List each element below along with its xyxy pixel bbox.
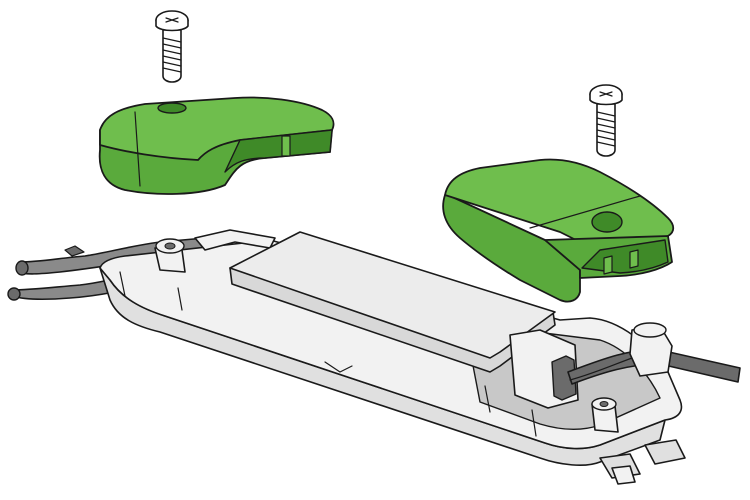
phillips-screw-icon xyxy=(599,91,613,97)
screw-left xyxy=(155,10,189,83)
housing-clip-tab-2 xyxy=(644,439,686,465)
screw-right-thread xyxy=(596,111,616,147)
right-cap-edge-line xyxy=(529,195,641,229)
output-cable-grommet-top xyxy=(633,322,667,338)
input-wire-end-lower xyxy=(7,287,21,301)
output-cable xyxy=(567,322,741,385)
input-wire-end-upper xyxy=(15,260,29,276)
right-end-cap xyxy=(442,158,675,303)
left-cap-top-face xyxy=(99,96,335,161)
left-cap-screw-hole xyxy=(157,102,187,114)
housing-left-screw-hole xyxy=(164,242,176,250)
housing-clip-tab-3 xyxy=(611,465,636,485)
right-cap-slot-2 xyxy=(629,249,639,269)
housing-rib-3 xyxy=(484,385,491,413)
screw-left-thread xyxy=(162,37,182,73)
phillips-screw-icon xyxy=(165,17,179,23)
left-cap-slot xyxy=(281,135,291,157)
output-cable-jacket xyxy=(567,349,741,385)
housing-rib-4 xyxy=(531,409,537,437)
screw-right xyxy=(589,84,623,157)
input-wire-tip xyxy=(64,245,85,257)
right-cap-side-face xyxy=(442,194,581,303)
housing-right-screw-hole xyxy=(599,401,609,407)
right-cap-slot-1 xyxy=(603,255,613,275)
screw-left-head-side xyxy=(155,19,189,32)
housing-rib-2 xyxy=(177,287,183,311)
left-cap-edge-line xyxy=(134,111,141,187)
terminal-block-socket xyxy=(551,355,577,401)
right-cap-screw-hole xyxy=(591,211,623,233)
screw-right-head-side xyxy=(589,93,623,106)
housing-arrow-mark xyxy=(324,361,353,373)
terminal-block xyxy=(509,329,579,409)
left-cap-opening xyxy=(224,129,333,173)
left-end-cap xyxy=(98,96,335,195)
housing-rib-1 xyxy=(119,271,126,297)
